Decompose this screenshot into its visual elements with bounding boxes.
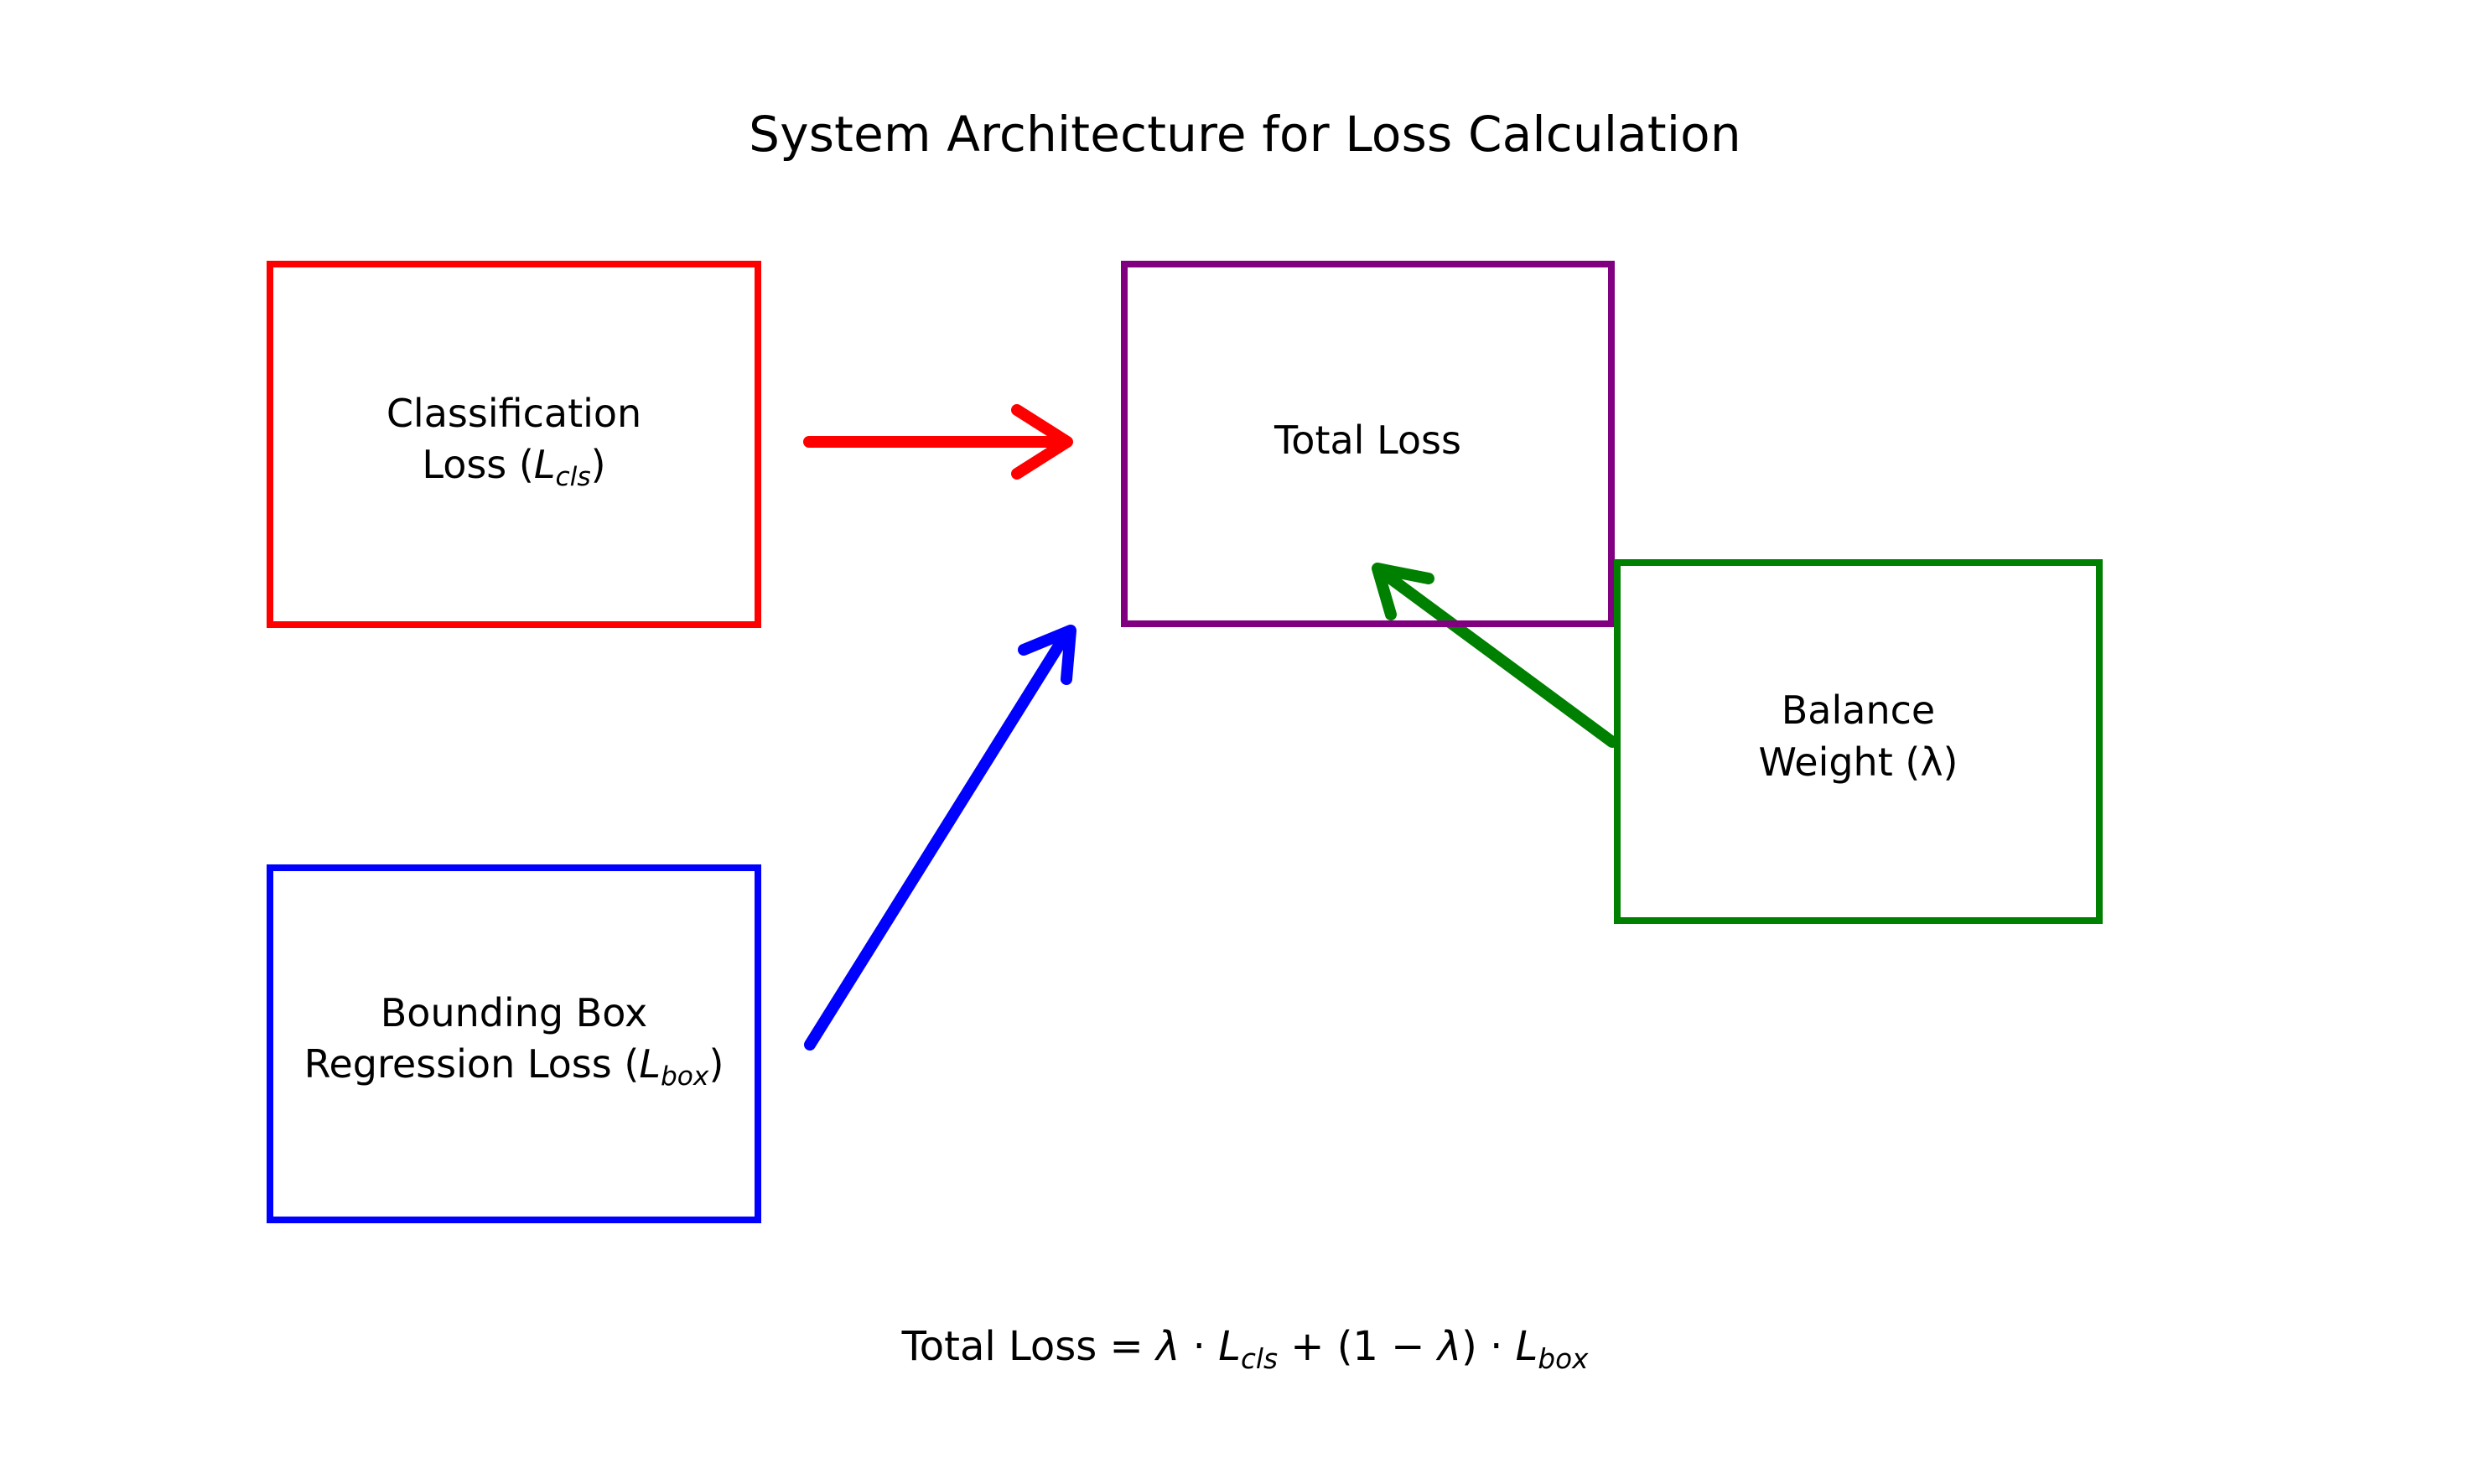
node-classification-loss-line2-prefix: Loss ( <box>422 442 534 487</box>
node-balance-weight-line1: Balance <box>1781 688 1936 734</box>
node-total-loss[interactable]: Total Loss <box>1121 261 1615 627</box>
arrow-bbox-to-total <box>804 625 1076 1051</box>
equation-close-paren: ) <box>1461 1323 1477 1370</box>
arrow-classification-to-total <box>803 404 1073 480</box>
equation-lambda-1: λ <box>1155 1323 1180 1370</box>
equation-plus: + <box>1290 1323 1325 1370</box>
node-bbox-regression-loss-line2-suffix: ) <box>708 1041 724 1087</box>
equation-sub-box: box <box>1538 1342 1589 1375</box>
equation-one: 1 <box>1352 1323 1378 1370</box>
node-bbox-regression-loss[interactable]: Bounding Box Regression Loss (Lbox) <box>267 864 761 1223</box>
node-classification-loss-line1: Classification <box>386 390 642 436</box>
equation-open-paren: ( <box>1336 1323 1353 1370</box>
node-balance-weight-label: Balance Weight (λ) <box>1758 685 1958 787</box>
node-bbox-regression-loss-line1: Bounding Box <box>380 989 648 1035</box>
equation-lambda-2: λ <box>1437 1323 1462 1370</box>
node-bbox-regression-loss-line2-prefix: Regression Loss ( <box>303 1041 640 1087</box>
equation-equals: = <box>1109 1323 1144 1370</box>
node-balance-weight-line2-prefix: Weight ( <box>1758 739 1921 785</box>
node-balance-weight-symbol: λ <box>1920 739 1943 785</box>
page-title: System Architecture for Loss Calculation <box>749 106 1741 163</box>
loss-equation: Total Loss = λ · Lcls + (1 − λ) · Lbox <box>0 1323 2490 1375</box>
node-classification-loss[interactable]: Classification Loss (Lcls) <box>267 261 761 628</box>
equation-lhs: Total Loss <box>901 1323 1097 1370</box>
node-classification-loss-subscript: cls <box>555 462 591 493</box>
node-bbox-regression-loss-subscript: box <box>660 1061 709 1092</box>
node-classification-loss-symbol: L <box>533 442 556 487</box>
equation-sub-cls: cls <box>1240 1342 1278 1375</box>
node-total-loss-label: Total Loss <box>1274 415 1461 466</box>
node-total-loss-line1: Total Loss <box>1274 417 1461 463</box>
equation-L-cls: L <box>1218 1323 1241 1370</box>
equation-L-box: L <box>1515 1323 1538 1370</box>
node-classification-loss-line2-suffix: ) <box>590 442 606 487</box>
node-bbox-regression-loss-label: Bounding Box Regression Loss (Lbox) <box>303 988 724 1092</box>
equation-minus: − <box>1391 1323 1425 1370</box>
node-classification-loss-label: Classification Loss (Lcls) <box>386 388 642 493</box>
node-balance-weight-line2-suffix: ) <box>1943 739 1958 785</box>
node-bbox-regression-loss-symbol: L <box>639 1041 661 1087</box>
equation-dot-2: · <box>1490 1323 1503 1370</box>
equation-dot-1: · <box>1192 1323 1206 1370</box>
node-balance-weight[interactable]: Balance Weight (λ) <box>1614 559 2103 924</box>
